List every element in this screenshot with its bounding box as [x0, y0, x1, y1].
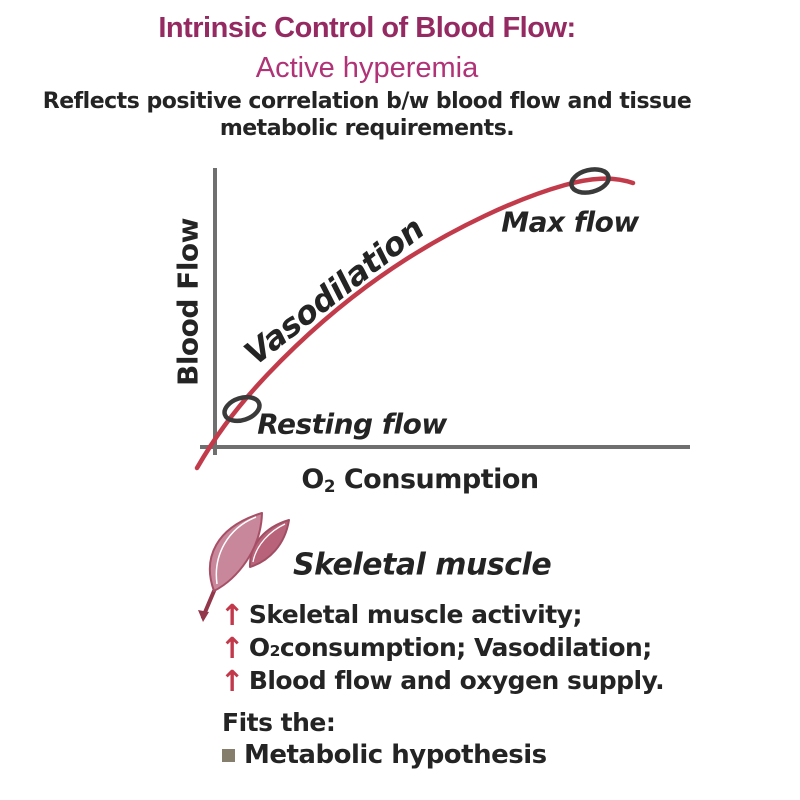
description-line-2: metabolic requirements.	[219, 116, 515, 141]
page-subtitle: Active hyperemia	[255, 52, 479, 84]
description-line-1: Reflects positive correlation b/w blood …	[42, 89, 692, 114]
effect-text-pre: Blood flow and oxygen supply.	[248, 666, 665, 695]
description: Reflects positive correlation b/w blood …	[0, 88, 734, 142]
max-flow-marker-icon	[569, 167, 611, 195]
up-arrow-icon: ↑	[220, 631, 244, 665]
resting-flow-label: Resting flow	[257, 407, 447, 441]
effect-text-sub: 2	[269, 642, 281, 660]
blood-flow-chart-canvas	[194, 167, 690, 471]
conclusion-bullet-text: Metabolic hypothesis	[244, 740, 547, 770]
effect-item-activity: ↑Skeletal muscle activity;	[220, 596, 664, 632]
muscle-fascicle-light	[209, 512, 263, 592]
x-axis-label-subscript: 2	[323, 476, 336, 497]
x-axis-label-post: Consumption	[334, 464, 539, 495]
skeletal-muscle-icon	[198, 512, 290, 622]
conclusion-heading: Fits the:	[222, 708, 336, 737]
effect-text-pre: O	[248, 633, 270, 662]
muscle-fascicle-light-midrib	[215, 516, 257, 585]
conclusion-bullet-row: Metabolic hypothesis	[222, 740, 547, 770]
effect-item-blood-flow: ↑Blood flow and oxygen supply.	[220, 662, 665, 698]
page-title: Intrinsic Control of Blood Flow:	[158, 12, 576, 44]
x-axis-label-pre: O	[301, 464, 324, 495]
max-flow-label: Max flow	[501, 205, 639, 239]
effect-text-post: consumption; Vasodilation;	[279, 633, 652, 662]
effect-text-pre: Skeletal muscle activity;	[248, 600, 583, 629]
resting-flow-marker-icon	[222, 394, 262, 424]
muscle-fascicle-dark-midrib	[252, 523, 286, 563]
square-bullet-icon	[222, 748, 235, 762]
up-arrow-icon: ↑	[220, 664, 244, 698]
x-axis-label: O2 Consumption	[140, 464, 700, 496]
muscle-label: Skeletal muscle	[293, 547, 552, 583]
up-arrow-icon: ↑	[220, 598, 244, 632]
muscle-stem-tip	[198, 610, 209, 622]
y-axis-label: Blood Flow	[171, 217, 205, 387]
